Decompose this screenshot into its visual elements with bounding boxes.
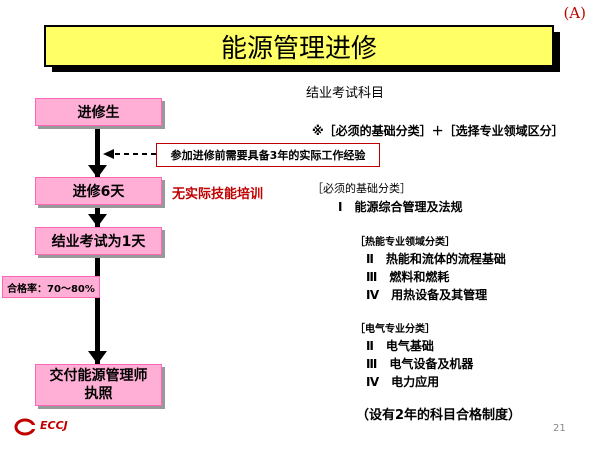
subjects-formula: ※［必须的基础分类］＋［选择专业领域区分］	[312, 124, 564, 138]
elec-item-1: Ⅱ 电气基础	[366, 339, 434, 353]
no-training-note: 无实际技能培训	[172, 187, 264, 202]
eccj-logo-text: ECCJ	[40, 419, 68, 432]
pass-rate-badge: 合格率：70～80%	[2, 276, 100, 298]
flow-line-3	[95, 253, 100, 364]
corner-label: (A)	[563, 4, 586, 22]
arrowhead-1	[88, 165, 107, 178]
footer-note: （设有2年的科目合格制度）	[356, 408, 522, 423]
step2-label: 进修6天	[72, 184, 125, 200]
exam-subjects-heading: 结业考试科目	[306, 86, 385, 101]
step-license-box: 交付能源管理师 执照	[35, 364, 162, 406]
step-training-box: 进修6天	[35, 177, 162, 205]
step3-label: 结业考试为1天	[51, 234, 146, 250]
slide-title: 能源管理进修	[44, 25, 554, 67]
basic-category-item: Ⅰ 能源综合管理及法规	[338, 200, 463, 214]
prereq-note: 参加进修前需要具备3年的实际工作经验	[156, 143, 380, 167]
arrowhead-2	[88, 214, 107, 227]
elec-category-header: ［电气专业分类］	[355, 324, 435, 335]
elec-item-3: Ⅳ 电力应用	[366, 375, 440, 389]
step-trainee-box: 进修生	[35, 98, 162, 126]
heat-item-3: Ⅳ 用热设备及其管理	[366, 288, 488, 302]
basic-category-header: ［必须的基础分类］	[312, 182, 411, 195]
elec-item-2: Ⅲ 电气设备及机器	[366, 357, 474, 371]
step4-label-line2: 执照	[84, 386, 113, 402]
heat-item-2: Ⅲ 燃料和燃耗	[366, 270, 450, 284]
dashed-arrowhead	[103, 149, 114, 159]
step4-label-line1: 交付能源管理师	[49, 368, 148, 384]
heat-category-header: ［热能专业领域分类］	[355, 237, 455, 248]
flow-line-1	[95, 124, 100, 177]
heat-item-1: Ⅱ 热能和流体的流程基础	[366, 252, 506, 266]
eccj-logo-icon	[14, 418, 36, 436]
arrowhead-3	[88, 351, 107, 364]
step1-label: 进修生	[77, 105, 120, 121]
page-number: 21	[553, 423, 566, 434]
step-exam-box: 结业考试为1天	[35, 227, 162, 255]
